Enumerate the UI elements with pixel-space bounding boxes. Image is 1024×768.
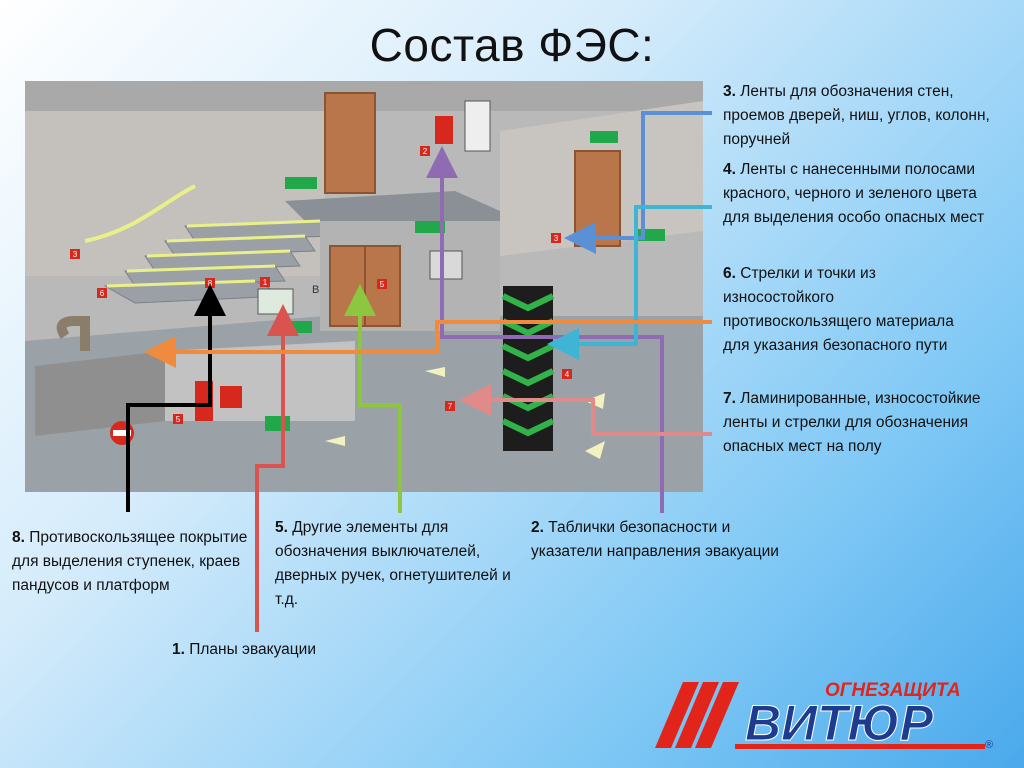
caption-5: 5. Другие элементы для обозначения выклю… <box>275 519 511 608</box>
caption-1: 1. Планы эвакуации <box>172 641 316 658</box>
marker-4: 4 <box>565 370 570 379</box>
company-logo: ОГНЕЗАЩИТА ВИТЮР ® <box>655 680 993 752</box>
marker-2: 2 <box>423 147 428 156</box>
marker-5a: 5 <box>380 280 385 289</box>
marker-6: 6 <box>100 289 105 298</box>
registered-mark: ® <box>985 739 993 751</box>
marker-3a: 3 <box>73 250 78 259</box>
building-illustration: 1 2 3 3 4 5 5 6 7 8 B <box>25 81 703 492</box>
marker-8: 8 <box>208 279 213 288</box>
caption-8: 8. Противоскользящее покрытие для выделе… <box>12 529 248 594</box>
slide-title: Состав ФЭС: <box>369 19 655 71</box>
logo-subtitle: ОГНЕЗАЩИТА <box>825 680 961 701</box>
caption-7: 7. Ламинированные, износостойкие ленты и… <box>723 390 981 455</box>
marker-5b: 5 <box>176 415 181 424</box>
marker-7: 7 <box>448 402 453 411</box>
caption-4: 4. Ленты с нанесенными полосами красного… <box>723 161 985 226</box>
marker-3b: 3 <box>554 234 559 243</box>
caption-6: 6. Стрелки и точки из износостойкого про… <box>723 265 954 354</box>
marker-1: 1 <box>263 278 268 287</box>
floor-label-b: B <box>312 284 319 296</box>
caption-3: 3. Ленты для обозначения стен, проемов д… <box>723 83 990 148</box>
logo-wordmark: ВИТЮР <box>745 695 934 751</box>
caption-2: 2. Таблички безопасности и указатели нап… <box>531 519 779 560</box>
